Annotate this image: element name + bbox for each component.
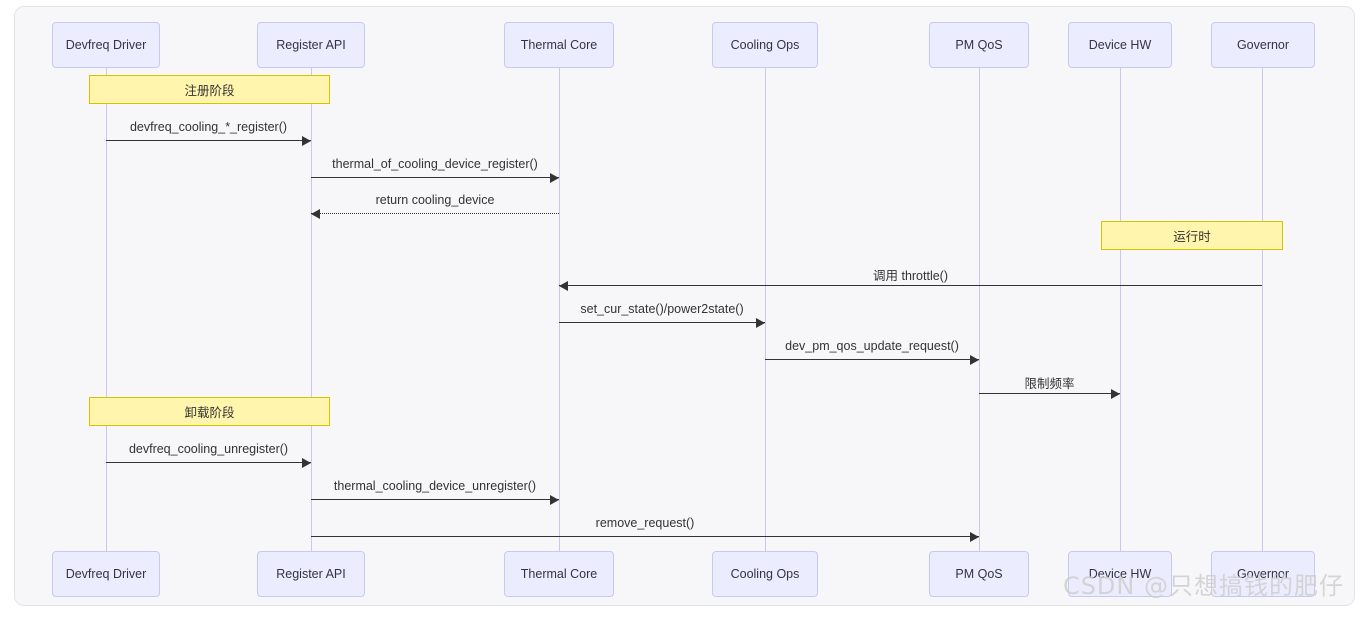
lifeline-governor [1262, 68, 1263, 551]
msg-3-arrowhead [311, 208, 320, 219]
participant-label: Device HW [1088, 567, 1152, 581]
msg-3-label: return cooling_device [375, 193, 495, 207]
participant-label: Devfreq Driver [65, 38, 147, 52]
msg-5-label: set_cur_state()/power2state() [580, 302, 744, 316]
participant-label: PM QoS [955, 38, 1003, 52]
csdn-watermark: CSDN @只想搞钱的肥仔 [1062, 572, 1344, 600]
participant-footer-pmqos[interactable]: PM QoS [929, 551, 1029, 597]
note-unload-phase: 卸载阶段 [89, 397, 330, 426]
participant-footer-devfreq[interactable]: Devfreq Driver [52, 551, 160, 597]
msg-4-arrowhead [559, 280, 568, 291]
msg-1-line [106, 140, 311, 141]
lifeline-coolingops [765, 68, 766, 551]
participant-label: Register API [276, 567, 346, 581]
msg-7-label: 限制频率 [1024, 377, 1075, 391]
participant-header-devicehw[interactable]: Device HW [1068, 22, 1172, 68]
msg-9-arrowhead [550, 494, 559, 505]
msg-10-label: remove_request() [595, 516, 695, 530]
lifeline-devicehw [1120, 68, 1121, 551]
msg-2-arrowhead [550, 172, 559, 183]
msg-10-line [311, 536, 979, 537]
note-label: 卸载阶段 [184, 406, 235, 420]
participant-label: Thermal Core [520, 38, 598, 52]
msg-8-line [106, 462, 311, 463]
msg-10-arrowhead [970, 531, 979, 542]
participant-footer-governor[interactable]: Governor [1211, 551, 1315, 597]
participant-footer-devicehw[interactable]: Device HW [1068, 551, 1172, 597]
lifeline-thermal [559, 68, 560, 551]
participant-header-register[interactable]: Register API [257, 22, 365, 68]
participant-label: Thermal Core [520, 567, 598, 581]
msg-5-arrowhead [756, 317, 765, 328]
msg-9-line [311, 499, 559, 500]
participant-header-pmqos[interactable]: PM QoS [929, 22, 1029, 68]
msg-2-label: thermal_of_cooling_device_register() [332, 157, 538, 171]
msg-7-line [979, 393, 1120, 394]
lifeline-register [311, 68, 312, 551]
msg-5-line [559, 322, 765, 323]
participant-header-coolingops[interactable]: Cooling Ops [712, 22, 818, 68]
msg-2-line [311, 177, 559, 178]
participant-label: Device HW [1088, 38, 1152, 52]
msg-1-label: devfreq_cooling_*_register() [129, 120, 288, 134]
msg-6-label: dev_pm_qos_update_request() [785, 339, 959, 353]
participant-label: Governor [1236, 38, 1290, 52]
msg-7-arrowhead [1111, 388, 1120, 399]
participant-header-devfreq[interactable]: Devfreq Driver [52, 22, 160, 68]
msg-9-label: thermal_cooling_device_unregister() [333, 479, 537, 493]
participant-footer-thermal[interactable]: Thermal Core [504, 551, 614, 597]
note-label: 注册阶段 [184, 84, 235, 98]
participant-footer-register[interactable]: Register API [257, 551, 365, 597]
lifeline-pmqos [979, 68, 980, 551]
participant-footer-coolingops[interactable]: Cooling Ops [712, 551, 818, 597]
msg-6-arrowhead [970, 354, 979, 365]
participant-label: Governor [1236, 567, 1290, 581]
msg-6-line [765, 359, 979, 360]
participant-label: Cooling Ops [730, 567, 800, 581]
msg-8-arrowhead [302, 457, 311, 468]
msg-8-label: devfreq_cooling_unregister() [128, 442, 289, 456]
participant-label: Devfreq Driver [65, 567, 147, 581]
msg-1-arrowhead [302, 135, 311, 146]
msg-4-label: 调用 throttle() [872, 269, 949, 283]
participant-label: Register API [276, 38, 346, 52]
msg-4-line [559, 285, 1262, 286]
participant-label: Cooling Ops [730, 38, 800, 52]
note-register-phase: 注册阶段 [89, 75, 330, 104]
participant-header-thermal[interactable]: Thermal Core [504, 22, 614, 68]
note-runtime: 运行时 [1101, 221, 1283, 250]
lifeline-devfreq [106, 68, 107, 551]
participant-header-governor[interactable]: Governor [1211, 22, 1315, 68]
note-label: 运行时 [1173, 230, 1211, 244]
msg-3-line [311, 213, 559, 214]
participant-label: PM QoS [955, 567, 1003, 581]
